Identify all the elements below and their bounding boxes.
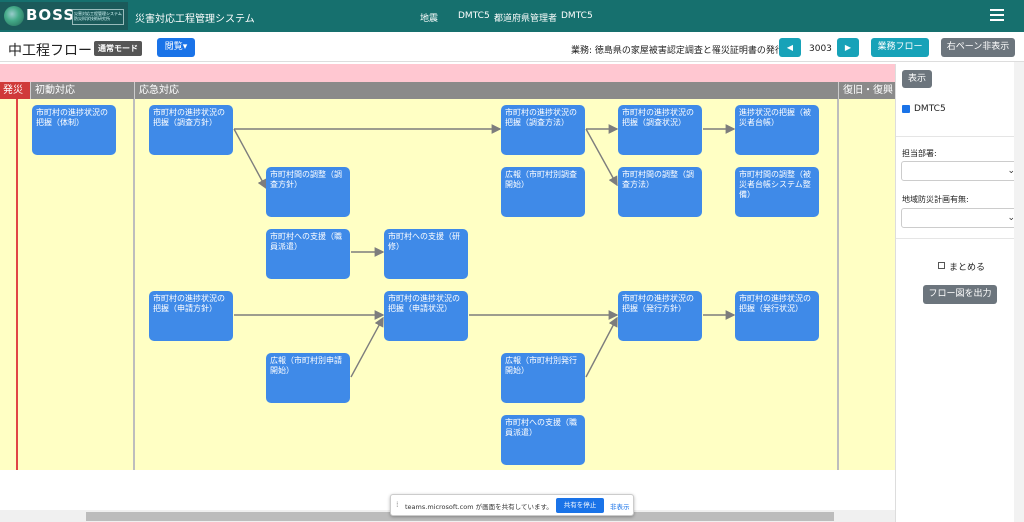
phase-header-hassai: 発災 (0, 82, 30, 99)
flow-node[interactable]: 広報（市町村別発行開始） (501, 353, 585, 403)
flow-node[interactable]: 市町村への支援（職員派遣） (266, 229, 350, 279)
top-navbar: BOSS 災害対応工程管理システム 防災科学技術研究所 災害対応工程管理システム… (0, 0, 1024, 32)
vertical-scrollbar[interactable] (1014, 62, 1024, 522)
flow-node[interactable]: 市町村間の調整（被災者台帳システム整備） (735, 167, 819, 217)
user-role: 都道府県管理者 (494, 14, 558, 24)
plan-label: 地域防災計画有無: (902, 195, 969, 204)
hide-link[interactable]: 非表示 (610, 503, 630, 511)
hassai-line (16, 99, 18, 470)
timeline-bar (0, 64, 895, 82)
page-title: 中工程フロー (8, 43, 92, 59)
flow-node[interactable]: 市町村間の調整（調査方針） (266, 167, 350, 217)
system-title: 災害対応工程管理システム (135, 14, 255, 25)
flow-node[interactable]: 進捗状況の把握（被災者台帳） (735, 105, 819, 155)
sub-toolbar: 中工程フロー 通常モード 閲覧▾ 業務: 徳島県の家屋被害認定調査と罹災証明書の… (0, 32, 1024, 62)
flow-node[interactable]: 市町村の進捗状況の把握（体制） (32, 105, 116, 155)
flow-node[interactable]: 市町村の進捗状況の把握（調査状況） (618, 105, 702, 155)
chevron-down-icon: ⌄ (1007, 213, 1015, 223)
flow-node[interactable]: 市町村への支援（研修） (384, 229, 468, 279)
flow-node[interactable]: 市町村の進捗状況の把握（調査方法） (501, 105, 585, 155)
hazard-type: 地震 (420, 14, 439, 24)
logo-subtitle: 災害対応工程管理システム 防災科学技術研究所 (72, 9, 124, 25)
divider (896, 238, 1024, 239)
globe-icon (4, 6, 24, 26)
flow-node[interactable]: 市町村間の調整（調査方法） (618, 167, 702, 217)
export-flow-button[interactable]: フロー図を出力 (923, 285, 997, 304)
flow-node[interactable]: 広報（市町村別調査開始） (501, 167, 585, 217)
plan-select[interactable]: ⌄ (901, 208, 1020, 228)
show-button[interactable]: 表示 (902, 70, 932, 88)
horizontal-scrollbar-thumb[interactable] (86, 512, 834, 521)
phase-divider (133, 99, 135, 470)
flow-node[interactable]: 広報（市町村別申請開始） (266, 353, 350, 403)
prev-button[interactable]: ◀ (779, 38, 801, 57)
flow-node[interactable]: 市町村の進捗状況の把握（調査方針） (149, 105, 233, 155)
summarize-label: まとめる (949, 263, 986, 273)
hamburger-icon[interactable] (990, 9, 1004, 21)
logo-text: BOSS (26, 6, 76, 24)
dept-label: 担当部署: (902, 149, 937, 158)
chevron-down-icon: ⌄ (1007, 166, 1015, 176)
phase-header-emergency: 応急対応 (134, 82, 838, 99)
stop-sharing-button[interactable]: 共有を停止 (556, 498, 604, 513)
phase-divider (837, 99, 839, 470)
mode-badge: 通常モード (94, 41, 142, 56)
phase-header-initial: 初動対応 (30, 82, 134, 99)
work-number: 3003 (809, 44, 832, 54)
summarize-checkbox[interactable] (938, 262, 945, 269)
dmtc-checkbox[interactable] (902, 105, 910, 113)
hide-right-pane-button[interactable]: 右ペーン非表示 (941, 38, 1015, 57)
divider (896, 136, 1024, 137)
user-name: DMTC5 (561, 11, 593, 21)
flow-node[interactable]: 市町村の進捗状況の把握（申請状況） (384, 291, 468, 341)
flow-node[interactable]: 市町村への支援（職員派遣） (501, 415, 585, 465)
next-button[interactable]: ▶ (837, 38, 859, 57)
flow-node[interactable]: 市町村の進捗状況の把握（発行方針） (618, 291, 702, 341)
logo[interactable]: BOSS 災害対応工程管理システム 防災科学技術研究所 (0, 2, 128, 30)
phase-header-recovery: 復旧・復興 (838, 82, 895, 99)
drag-handle-icon[interactable]: ⁞ (396, 500, 399, 509)
share-message: teams.microsoft.com が画面を共有しています。 (405, 503, 553, 511)
flow-node[interactable]: 市町村の進捗状況の把握（発行状況） (735, 291, 819, 341)
user-code: DMTC5 (458, 11, 490, 21)
right-pane: 表示 DMTC5 担当部署: ⌄ 地域防災計画有無: ⌄ まとめる フロー図を出… (895, 64, 1024, 522)
dmtc-checkbox-label: DMTC5 (914, 104, 946, 114)
work-label: 業務: 徳島県の家屋被害認定調査と罹災証明書の発行 (571, 46, 784, 56)
dept-select[interactable]: ⌄ (901, 161, 1020, 181)
phase-header-row: 発災 初動対応 応急対応 復旧・復興 (0, 82, 895, 99)
flow-node[interactable]: 市町村の進捗状況の把握（申請方針） (149, 291, 233, 341)
flow-canvas (0, 99, 895, 470)
view-dropdown-button[interactable]: 閲覧▾ (157, 38, 195, 57)
business-flow-button[interactable]: 業務フロー (871, 38, 929, 57)
screen-share-bar: ⁞ teams.microsoft.com が画面を共有しています。 共有を停止… (390, 494, 634, 516)
